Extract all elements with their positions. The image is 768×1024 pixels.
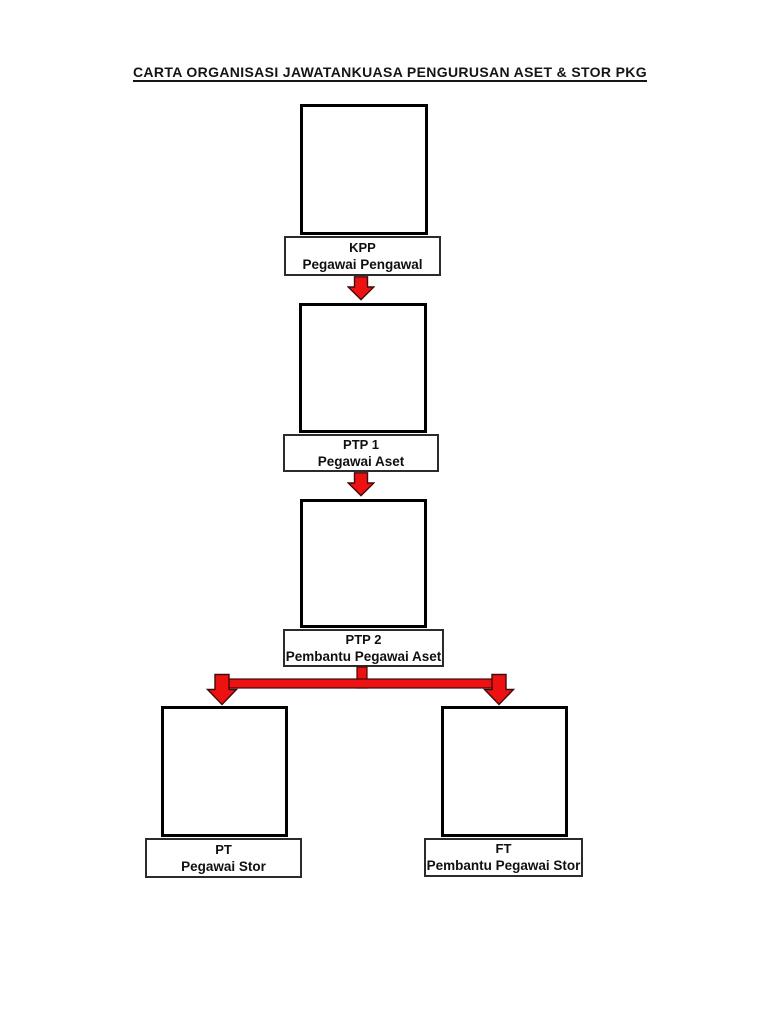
page-title: CARTA ORGANISASI JAWATANKUASA PENGURUSAN…	[6, 64, 768, 82]
node-role: Pegawai Aset	[317, 453, 405, 469]
photo-placeholder-ptp1	[299, 303, 427, 433]
label-box-kpp: KPP Pegawai Pengawal	[284, 236, 441, 276]
node-code: KPP	[349, 239, 376, 255]
photo-placeholder-pt	[161, 706, 288, 837]
node-code: PT	[215, 841, 232, 857]
label-box-pt: PT Pegawai Stor	[145, 838, 302, 878]
photo-placeholder-ptp2	[300, 499, 427, 628]
node-role: Pegawai Pengawal	[302, 256, 423, 272]
photo-placeholder-ft	[441, 706, 568, 837]
node-role: Pegawai Stor	[181, 858, 266, 874]
down-arrow-icon-left	[205, 673, 239, 706]
down-arrow-icon	[347, 472, 375, 497]
down-arrow-icon	[347, 276, 375, 301]
page-title-text: CARTA ORGANISASI JAWATANKUASA PENGURUSAN…	[132, 64, 648, 80]
node-role: Pembantu Pegawai Stor	[426, 858, 581, 873]
label-box-ptp1: PTP 1 Pegawai Aset	[283, 434, 439, 472]
label-box-ft: FT Pembantu Pegawai Stor	[424, 838, 583, 877]
branch-connector	[205, 666, 516, 706]
node-code: FT	[495, 841, 512, 856]
node-code: PTP 1	[343, 436, 379, 452]
node-code: PTP 2	[345, 631, 382, 647]
label-box-ptp2: PTP 2 Pembantu Pegawai Aset	[283, 629, 444, 667]
photo-placeholder-kpp	[300, 104, 428, 235]
node-role: Pembantu Pegawai Aset	[285, 648, 442, 664]
down-arrow-icon-right	[482, 673, 516, 706]
